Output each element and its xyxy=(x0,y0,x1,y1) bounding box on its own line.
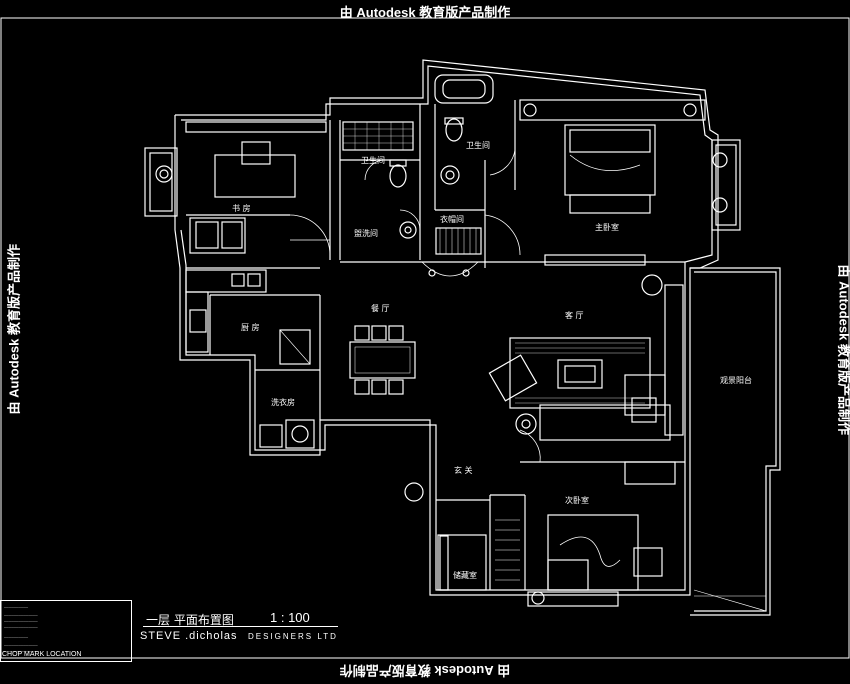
washing-machine xyxy=(286,420,314,448)
second-bed xyxy=(548,515,638,590)
label-second-bedroom: 次卧室 xyxy=(565,495,589,505)
storage-room xyxy=(438,535,486,590)
study-plant xyxy=(156,166,172,182)
master-plant xyxy=(713,153,727,167)
watermark-left: 由 Autodesk 教育版产品制作 xyxy=(4,265,23,415)
foyer-plant xyxy=(405,483,423,501)
designer-suffix: DESIGNERS LTD xyxy=(248,632,338,641)
plan-scale: 1 : 100 xyxy=(270,610,310,625)
chop-mark-label: CHOP MARK LOCATION xyxy=(2,651,81,658)
side-table xyxy=(516,414,536,434)
bathtub xyxy=(435,75,493,103)
watermark-top: 由 Autodesk 教育版产品制作 xyxy=(0,2,850,21)
label-foyer: 玄 关 xyxy=(454,465,473,475)
designer-name: STEVE .dicholas xyxy=(140,630,238,642)
label-laundry: 洗衣房 xyxy=(271,397,295,407)
living-plant xyxy=(642,275,662,295)
study-desk xyxy=(215,155,295,197)
toilet-small xyxy=(390,165,406,187)
label-study: 书 房 xyxy=(232,203,251,213)
label-balcony: 观景阳台 xyxy=(720,375,752,385)
sheet-border xyxy=(1,18,849,658)
label-storage: 储藏室 xyxy=(453,570,477,580)
label-dining: 餐 厅 xyxy=(371,304,390,313)
label-master-bedroom: 主卧室 xyxy=(595,222,619,232)
label-bath-small: 卫生间 xyxy=(361,155,385,165)
door-swings xyxy=(290,150,540,462)
dining-table xyxy=(350,342,415,378)
title-underline xyxy=(143,626,338,627)
label-bath-master: 卫生间 xyxy=(466,140,490,150)
label-closet: 衣帽间 xyxy=(440,214,464,224)
watermark-right: 由 Autodesk 教育版产品制作 xyxy=(836,265,850,415)
closet-rack xyxy=(436,228,481,254)
kitchen-counter xyxy=(186,270,266,292)
watermark-bottom: 由 Autodesk 教育版产品制作 xyxy=(0,662,850,681)
label-washroom: 盥洗间 xyxy=(354,228,378,238)
master-bed xyxy=(565,125,655,195)
label-kitchen: 厨 房 xyxy=(241,322,260,332)
label-living: 客 厅 xyxy=(565,310,584,320)
